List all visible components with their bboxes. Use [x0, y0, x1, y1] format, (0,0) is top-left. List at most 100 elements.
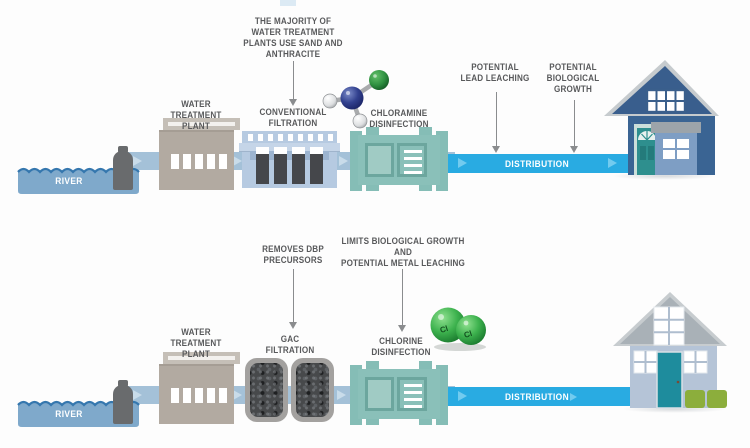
- sand-filter-column: [292, 154, 305, 184]
- chlorine-atom: [456, 315, 486, 345]
- chloramine-molecule: [322, 70, 389, 129]
- unit-tab: [419, 127, 432, 136]
- filtration-window: [288, 134, 293, 141]
- side-window: [683, 350, 708, 374]
- plant-roof-stripe: [168, 356, 235, 360]
- vent-stripe: [404, 157, 422, 160]
- flow-chevron-icon: [337, 390, 346, 400]
- sand-filter-column: [292, 147, 305, 154]
- plant-label-bottom: WATER TREATMENT PLANT: [170, 327, 222, 359]
- filtration-label-bottom: GAC FILTRATION: [265, 334, 315, 355]
- disinfection-label-bottom: CHLORINE DISINFECTION: [371, 336, 431, 357]
- annotation-arrowhead: [492, 146, 500, 153]
- chlorine-atom-label: Cl: [463, 329, 473, 340]
- sand-filter-column: [310, 147, 323, 154]
- plant-window: [171, 154, 179, 169]
- molecule-shadow: [434, 343, 486, 351]
- flow-chevron-icon: [570, 393, 577, 401]
- river-label: RIVER: [55, 176, 83, 186]
- side-window: [633, 350, 658, 374]
- flow-chevron-icon: [133, 390, 142, 400]
- activated-carbon: [250, 363, 283, 417]
- sand-filter-column: [310, 154, 323, 184]
- flow-chevron-icon: [458, 158, 467, 168]
- annotation-chlorine-benefits: LIMITS BIOLOGICAL GROWTH AND POTENTIAL M…: [340, 236, 466, 268]
- hydrogen-atom: [352, 113, 368, 129]
- sand-filter-column: [274, 147, 287, 154]
- plant-window: [195, 388, 203, 403]
- flow-chevron-icon: [233, 156, 242, 166]
- filtration-window: [278, 134, 283, 141]
- cropped-artifact: [280, 0, 296, 6]
- annotation-lead-leaching: POTENTIAL LEAD LEACHING: [460, 62, 530, 83]
- sand-filter-column: [274, 154, 287, 184]
- annotation-arrow: [293, 269, 294, 322]
- hydrogen-atom: [322, 93, 338, 109]
- distribution-pipe-top: [448, 154, 628, 173]
- ground-shadow: [622, 405, 727, 413]
- unit-tab: [419, 416, 432, 425]
- plant-window: [207, 388, 215, 403]
- annex-roof: [651, 122, 701, 133]
- annotation-dbp-precursors: REMOVES DBP PRECURSORS: [262, 244, 324, 265]
- annotation-biological-growth: POTENTIAL BIOLOGICAL GROWTH: [546, 62, 600, 94]
- distribution-label: DISTRIBUTION: [505, 392, 569, 402]
- intake-pump-icon: [118, 380, 128, 387]
- filtration-window: [258, 134, 263, 141]
- intake-pump-icon: [113, 385, 133, 424]
- chlorine-disinfection-unit: [350, 361, 448, 425]
- vent-stripe: [404, 164, 422, 167]
- filtration-window: [248, 134, 253, 141]
- intake-pump-icon: [113, 151, 133, 190]
- unit-panel: [365, 377, 394, 411]
- bush: [685, 390, 705, 408]
- filter-support-band: [250, 151, 329, 160]
- plant-window: [195, 154, 203, 169]
- chloramine-disinfection-unit: [350, 127, 448, 191]
- unit-vent-panel: [397, 143, 427, 177]
- flow-chevron-icon: [233, 390, 242, 400]
- plant-window: [219, 388, 227, 403]
- atom-highlight: [373, 74, 377, 78]
- attic-window: [645, 88, 687, 114]
- plant-label-top: WATER TREATMENT PLANT: [170, 99, 222, 131]
- unit-tab: [419, 361, 432, 370]
- chlorine-molecules: Cl Cl: [430, 307, 486, 351]
- vent-stripe: [404, 391, 422, 394]
- unit-tab: [366, 127, 379, 136]
- flow-chevron-icon: [339, 156, 348, 166]
- annotation-filtration-media: THE MAJORITY OF WATER TREATMENT PLANTS U…: [243, 16, 343, 59]
- annotation-arrowhead: [289, 322, 297, 329]
- vent-stripe: [404, 398, 422, 401]
- filtration-window: [328, 134, 333, 141]
- flow-chevron-icon: [608, 158, 617, 168]
- annotation-arrow: [574, 100, 575, 146]
- plant-roof: [163, 118, 240, 130]
- annotation-arrowhead: [570, 146, 578, 153]
- flow-chevron-icon: [458, 391, 467, 401]
- filtration-window: [318, 134, 323, 141]
- annotation-arrowhead: [398, 325, 406, 332]
- ground-shadow: [612, 172, 717, 180]
- front-door: [656, 351, 683, 409]
- sand-filter-column: [256, 154, 269, 184]
- plant-window: [171, 388, 179, 403]
- filtration-window: [298, 134, 303, 141]
- plant-window: [183, 154, 191, 169]
- unit-tab: [366, 416, 379, 425]
- filtration-window: [268, 134, 273, 141]
- filtration-label-top: CONVENTIONAL FILTRATION: [259, 107, 327, 128]
- annotation-arrow: [402, 269, 403, 325]
- unit-tab: [366, 182, 379, 191]
- disinfection-label-top: CHLORAMINE DISINFECTION: [369, 108, 429, 129]
- gac-filter-cylinder: [245, 358, 288, 422]
- house-bottom: [613, 292, 727, 409]
- annotation-arrowhead: [289, 99, 297, 106]
- vent-stripe: [404, 384, 422, 387]
- atom-highlight: [463, 320, 469, 326]
- filtration-window: [308, 134, 313, 141]
- activated-carbon: [296, 363, 329, 417]
- atom-highlight: [346, 91, 350, 95]
- door-knob: [676, 380, 680, 384]
